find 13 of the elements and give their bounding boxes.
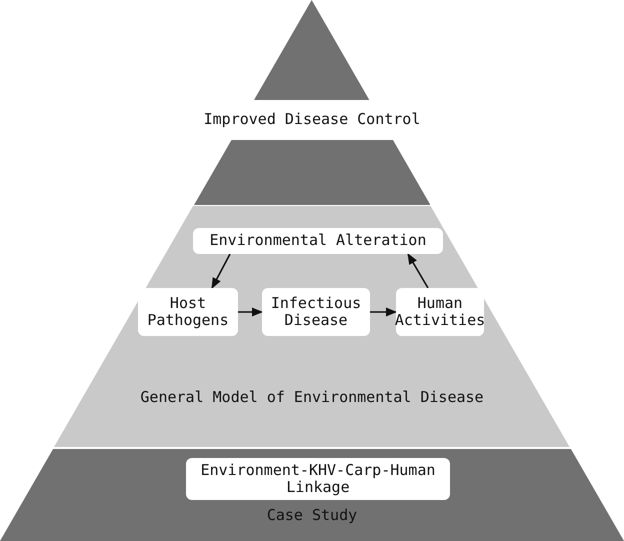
pyramid-apex [254,0,370,100]
concept-box: Human Activities [396,288,484,336]
tier-label: Case Study [266,506,358,524]
arrow [407,253,429,288]
concept-box: Infectious Disease [262,288,370,336]
concept-box: Environment-KHV-Carp-Human Linkage [186,458,450,500]
concept-box: Host Pathogens [138,288,238,336]
arrow [238,308,264,316]
arrow [211,254,231,289]
arrow [370,308,398,316]
tier-label: General Model of Environmental Disease [139,388,485,406]
tier-label: Improved Disease Control [0,110,624,128]
concept-box: Environmental Alteration [192,228,443,254]
